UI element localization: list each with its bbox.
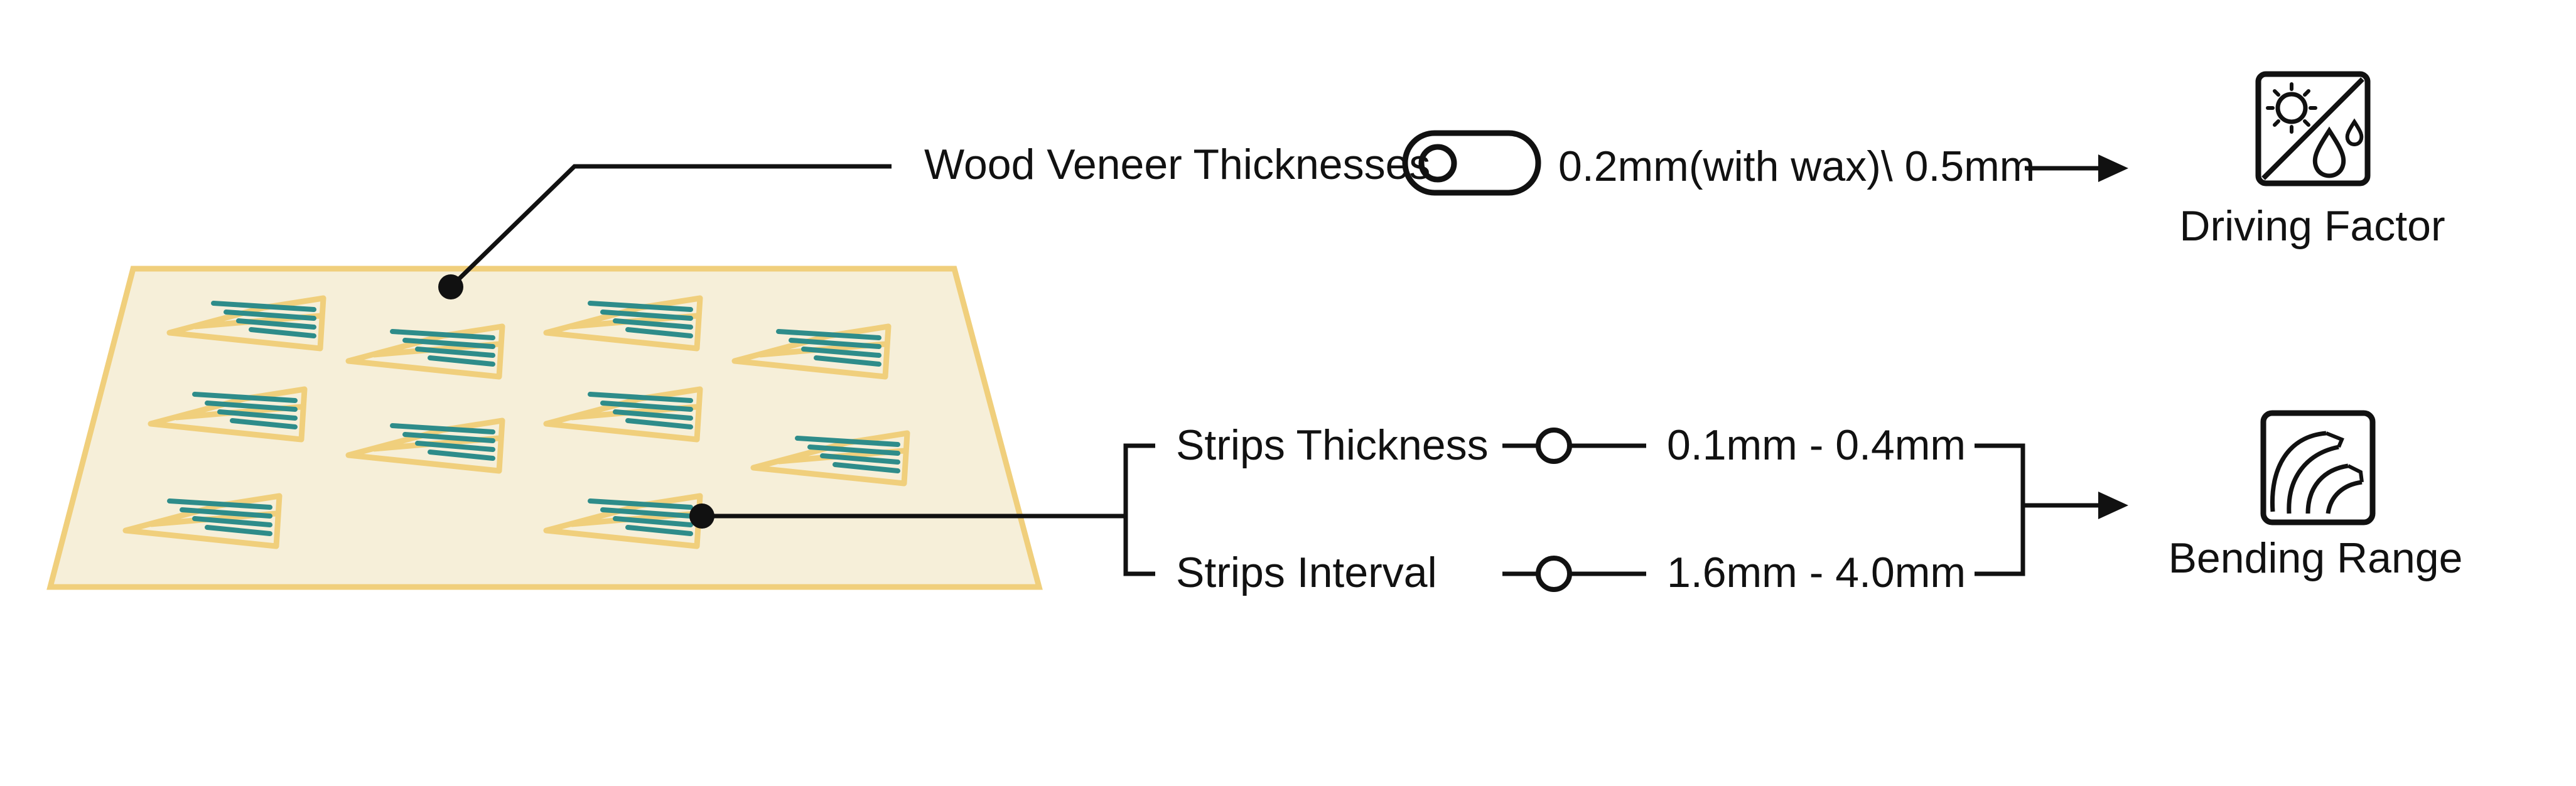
kirigami-unit [166,295,326,352]
veneer-thickness-label: Wood Veneer Thicknesses [924,141,1430,188]
strips-thickness-slider-icon [1502,428,1646,464]
strips-thickness-values: 0.1mm - 0.4mm [1667,421,1966,469]
driving-factor-label: Driving Factor [2179,202,2445,250]
wood-veneer-sheet [46,266,1043,590]
kirigami-unit [345,417,505,474]
bending-curves-icon [2260,410,2376,525]
veneer-values-label: 0.2mm(with wax)\ 0.5mm [1558,143,2035,190]
kirigami-unit [731,323,892,380]
kirigami-unit [345,323,505,380]
strips-interval-values: 1.6mm - 4.0mm [1667,549,1966,596]
parameters-bracket-right [1975,443,2025,576]
kirigami-unit [148,386,308,443]
arrow-to-bending-range [2023,492,2128,519]
strips-thickness-label: Strips Thickness [1176,421,1489,469]
kirigami-unit [543,386,703,443]
toggle-switch-icon [1402,130,1541,196]
strips-interval-label: Strips Interval [1176,549,1437,596]
strip-callout-dot [689,503,714,529]
veneer-callout-dot [438,274,463,299]
kirigami-unit [750,430,910,487]
strips-interval-slider-icon [1502,556,1646,592]
kirigami-pattern [122,295,910,549]
veneer-callout-line [449,164,892,289]
parameters-bracket-left [1123,443,1155,576]
kirigami-unit [543,493,703,549]
arrow-to-driving-factor [2025,154,2128,182]
sun-and-water-drop-icon [2255,71,2371,186]
kirigami-unit [543,295,703,352]
kirigami-unit [122,493,283,549]
bending-range-label: Bending Range [2169,534,2463,582]
